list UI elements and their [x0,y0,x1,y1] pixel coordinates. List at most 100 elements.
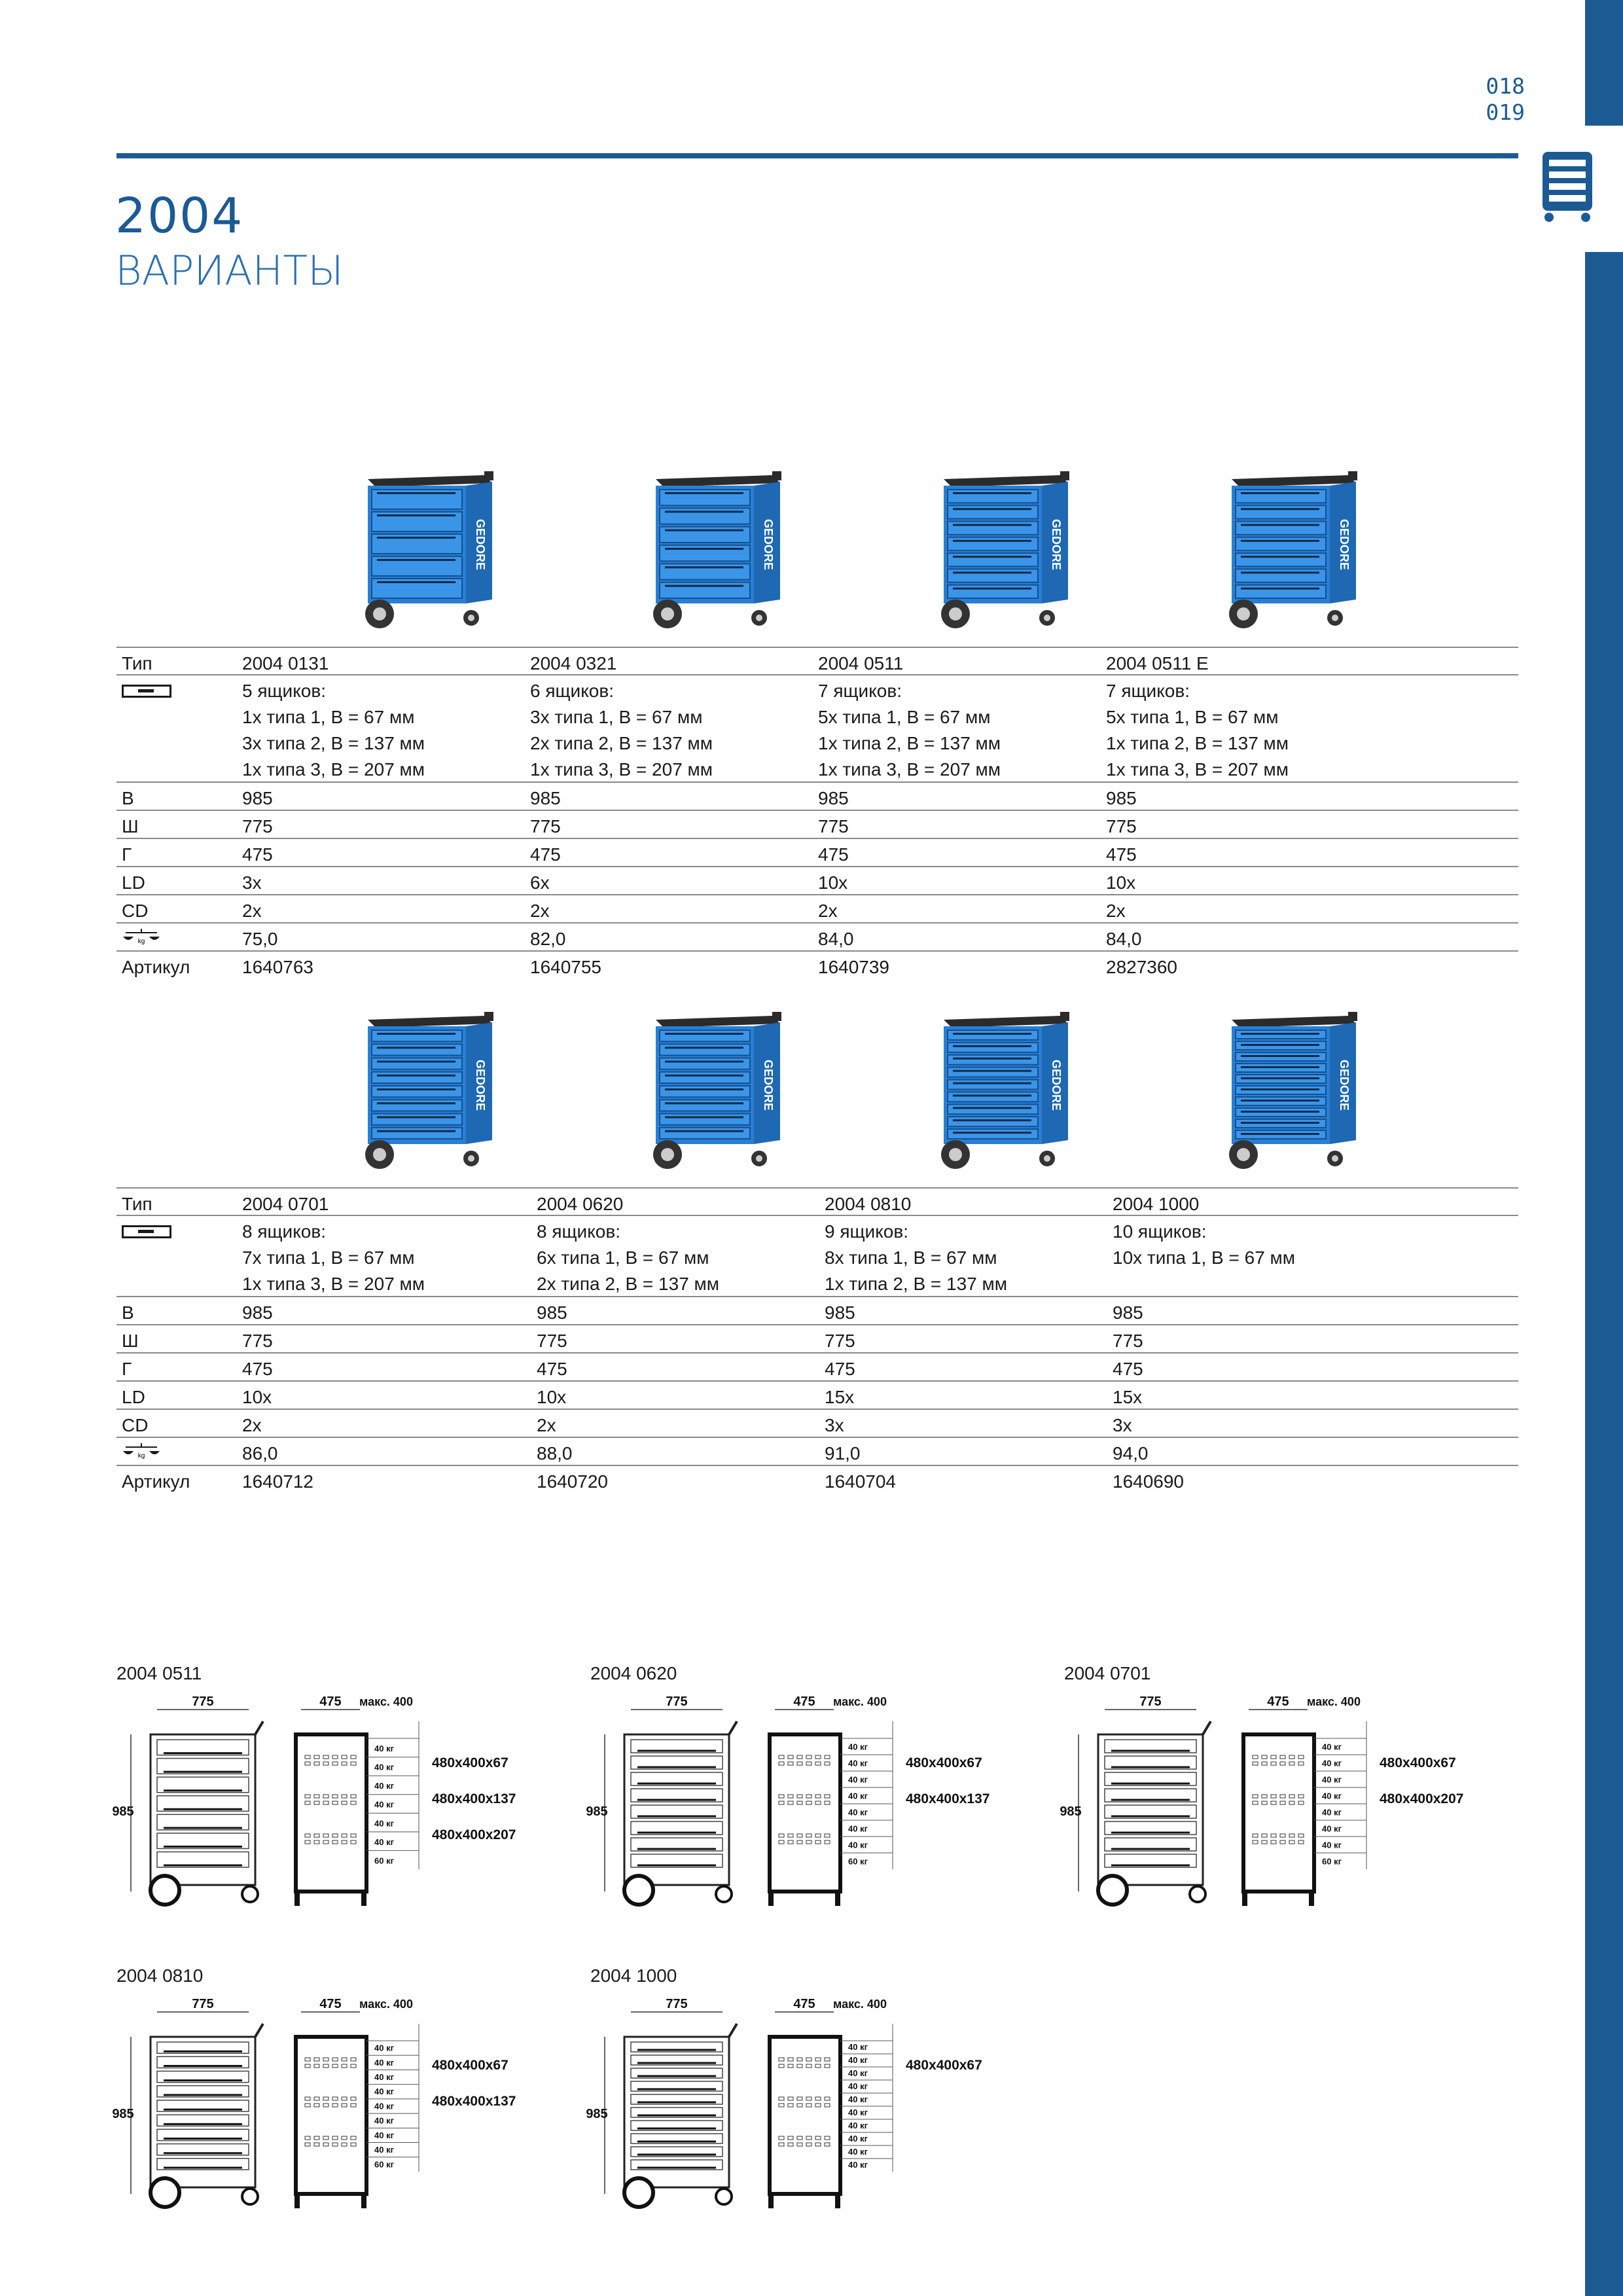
drawer-load-label: 40 кг [374,2130,395,2140]
drawing-stroke [332,2096,338,2101]
cell-article: 1640690 [1113,1471,1185,1492]
drawing-stroke [313,2064,320,2068]
front-view-body [149,2036,257,2189]
cell-height: 985 [242,1302,273,1323]
cell-width: 775 [825,1331,855,1351]
drawing-stroke [824,1833,830,1838]
cart-drawer-handle [953,1132,1031,1134]
cart-drawer-handle [1241,524,1319,526]
cell-weight: 84,0 [1106,929,1142,949]
drawer-config-line: 6x типа 1, B = 67 мм [537,1247,709,1268]
cart-drawer-handle [1241,492,1319,494]
cart-drawer [947,1054,1039,1066]
drawing-stroke [341,2136,348,2140]
cart-drawer-handle [665,1047,743,1049]
cart-wheel-hub [661,607,674,620]
cart-drawer [1235,568,1327,583]
drawing-stroke [323,1801,329,1805]
dim-width: 775 [666,1695,687,1709]
drawing-stroke [778,2103,785,2108]
drawer-config-line: 1x типа 3, B = 207 мм [818,759,1001,780]
drawing-stroke [341,1833,348,1838]
drawing-stroke [1252,1794,1258,1799]
drawing-drawer [630,1772,723,1786]
dim-width: 775 [666,1998,687,2011]
dim-height: 985 [586,1804,607,1819]
drawing-stroke [1279,1761,1286,1766]
drawing-stroke [1261,1755,1268,1759]
drawing-stroke [787,1794,794,1799]
drawing-wheel [241,1885,259,1903]
cell-height: 985 [825,1302,855,1323]
cart-drawer-handle [953,1045,1031,1047]
drawing-stroke [778,1761,785,1766]
cart-drawer-handle [953,1094,1031,1097]
drawer-config-line: 1x типа 3, B = 207 мм [242,1274,425,1294]
drawing-stroke [806,1833,812,1838]
cart-drawer-handle [665,1074,743,1077]
cart-drawer [659,507,751,525]
cart-drawer [947,1079,1039,1090]
cart-drawer [947,1066,1039,1078]
drawer-config-line: 2x типа 2, B = 137 мм [537,1274,720,1294]
drawing-stroke [304,1761,311,1766]
drawing-stroke [806,1801,812,1805]
cart-drawer-handle [1241,539,1319,542]
drawing-stroke [806,2057,812,2062]
cart-drawer [659,1126,751,1139]
cart-drawer-handle [377,537,455,539]
cart-drawer [659,1043,751,1056]
drawer-size-label: 480x400x67 [906,1755,982,1770]
side-view-body [294,2035,368,2196]
cell-type: 2004 0131 [242,653,329,673]
drawing-model-label: 2004 0810 [116,1965,204,1986]
cart-handle [1060,1012,1069,1021]
cell-weight: 75,0 [242,929,278,949]
cart-brand-logo: GEDORE [474,1060,487,1111]
drawing-stroke [1261,1794,1268,1799]
cart-photo: GEDORE [941,471,1069,628]
row-label-ld: LD [122,872,145,893]
drawing-stroke [815,2103,821,2108]
drawing-model-label: 2004 0511 [116,1663,202,1683]
drawing-stroke [778,1755,785,1759]
cart-top [656,1016,780,1028]
drawer-size-label: 480x400x207 [1380,1791,1463,1806]
cart-top [1232,475,1356,487]
drawing-stroke [332,1755,338,1759]
cart-drawer [659,563,751,581]
cell-height: 985 [242,788,273,808]
cart-drawer-handle [377,1047,455,1049]
drawing-stroke [815,1833,821,1838]
drawing-stroke [787,1755,794,1759]
drawing-stroke [824,1840,830,1844]
scale-kg-icon: kg [122,1441,161,1467]
drawing-drawer [630,2146,723,2157]
drawing-stroke [304,2103,311,2108]
drawer-load-label: 40 кг [374,2145,395,2155]
drawing-stroke [796,2103,803,2108]
cell-article: 1640704 [825,1471,897,1492]
drawing-stroke [806,1840,812,1844]
cart-wheel-hub [373,607,386,620]
cart-drawer [659,581,751,600]
max-load-label: макс. 400 [359,1998,413,2011]
cart-drawer-handle [665,566,743,569]
drawing-stroke [332,2057,338,2062]
row-label-width: Ш [122,1331,139,1351]
drawing-stroke [806,2103,812,2108]
drawing-stroke [332,2136,338,2140]
cell-cd: 3x [825,1415,844,1435]
drawing-stroke [313,1833,320,1838]
drawing-stroke [350,2136,357,2140]
drawing-stroke [332,1801,338,1805]
drawing-stroke [824,2136,830,2140]
drawer-load-label: 40 кг [374,2087,395,2096]
cell-type: 2004 0321 [530,653,617,673]
drawing-stroke [1289,1833,1295,1838]
